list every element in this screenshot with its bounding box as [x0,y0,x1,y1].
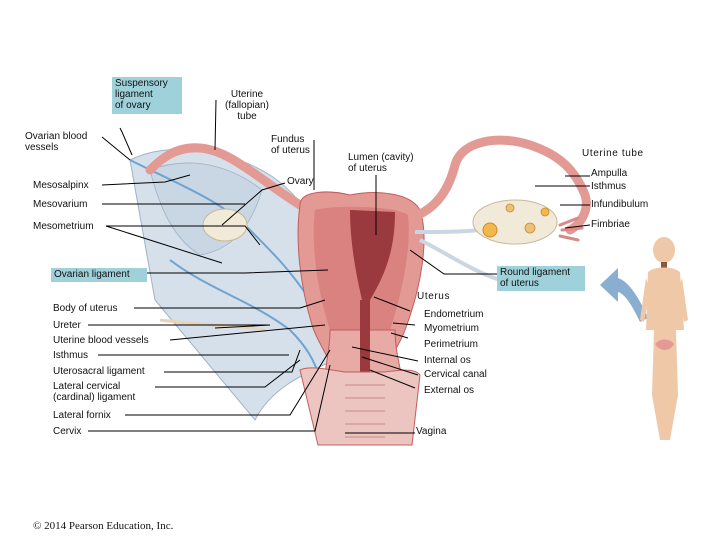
vagina-shape [299,367,421,446]
ovarian-ligament-right [414,228,481,234]
label-endometrium: Endometrium [424,309,484,320]
label-vagina: Vagina [416,426,447,437]
label-infundibulum: Infundibulum [591,199,649,210]
label-round-ligament: Round ligament of uterus [497,266,585,291]
label-mesosalpinx: Mesosalpinx [33,180,89,191]
leader-lines [88,99,591,434]
ovarian-vessel [129,159,311,301]
label-suspensory-ligament: Suspensory ligament of ovary [112,77,182,114]
follicle-3 [524,222,536,234]
label-internal-os: Internal os [424,355,471,366]
label-uterosacral-ligament: Uterosacral ligament [53,366,145,377]
label-uterus: Uterus [417,291,451,302]
follicle-2 [505,203,515,213]
ovary-right [472,199,558,245]
label-fundus-of-uterus: Fundus of uterus [271,134,310,156]
label-ovarian-blood-vessels: Ovarian blood vessels [25,131,88,153]
label-lateral-cervical-ligament: Lateral cervical (cardinal) ligament [53,381,136,403]
label-cervical-canal: Cervical canal [424,369,487,380]
label-lumen-of-uterus: Lumen (cavity) of uterus [348,152,414,174]
label-uterine-blood-vessels: Uterine blood vessels [53,335,149,346]
fimbriae-shape [558,216,584,242]
label-cervix: Cervix [53,426,82,437]
label-body-of-uterus: Body of uterus [53,303,118,314]
uterine-cavity [350,210,395,300]
label-ovary: Ovary [287,176,314,187]
copyright-notice: © 2014 Pearson Education, Inc. [33,520,174,532]
locator-arrow [600,268,648,322]
label-lateral-fornix: Lateral fornix [53,410,111,421]
label-mesometrium: Mesometrium [33,221,94,232]
label-ureter: Ureter [53,320,81,331]
label-isthmus-left: Isthmus [53,350,89,361]
follicle-4 [540,207,550,217]
label-isthmus-right: Isthmus [591,181,627,192]
label-external-os: External os [424,385,475,396]
label-uterine-fallopian-tube: Uterine (fallopian) tube [225,89,269,122]
label-ampulla: Ampulla [591,168,628,179]
cervical-canal-shape [360,300,370,380]
vagina-ridges [345,384,385,438]
label-mesovarium: Mesovarium [33,199,88,210]
label-fimbriae: Fimbriae [591,219,630,230]
ovary-left [202,208,248,242]
label-myometrium: Myometrium [424,323,480,334]
label-perimetrium: Perimetrium [424,339,478,350]
uterine-tube-left [145,143,305,210]
uterine-vessel [169,259,321,381]
uterine-tube-right [413,135,591,235]
body-silhouette [640,237,688,440]
round-ligament-shape [419,238,501,282]
label-uterine-tube: Uterine tube [582,148,644,159]
label-ovarian-ligament: Ovarian ligament [51,268,147,282]
follicle-1 [482,222,498,238]
